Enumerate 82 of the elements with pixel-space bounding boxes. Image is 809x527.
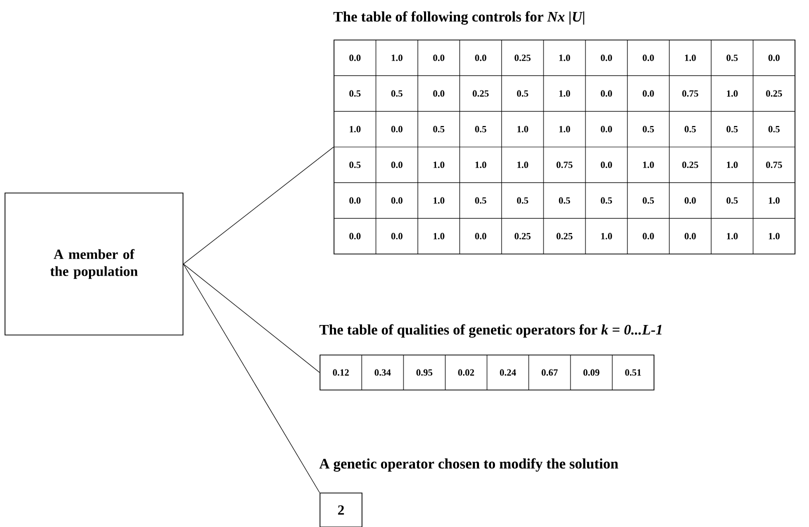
table-cell: 1.0 <box>517 126 528 132</box>
table-cell: 0.5 <box>349 90 361 97</box>
table-cell: 0.0 <box>391 197 402 204</box>
table-cell: 1.0 <box>434 162 444 168</box>
table-cell: 0.67 <box>542 369 558 376</box>
connector-line <box>183 264 320 493</box>
table-cell: 0.09 <box>583 369 600 376</box>
table-cell: 0.0 <box>768 54 780 62</box>
table-cell: 0.0 <box>349 197 361 204</box>
table-cell: 1.0 <box>726 162 738 168</box>
table-cell: 0.5 <box>768 126 780 132</box>
table-cell: 1.0 <box>559 126 570 132</box>
table-cell: 1.0 <box>392 54 402 62</box>
table-cell: 0.25 <box>514 232 531 240</box>
table-cell: 0.0 <box>433 90 444 97</box>
table-cell: 0.12 <box>332 369 349 376</box>
table-cell: 0.0 <box>475 232 486 240</box>
table-cell: 0.0 <box>475 54 486 62</box>
table-cell: 0.5 <box>475 126 486 132</box>
table-cell: 0.75 <box>556 162 572 168</box>
table-cell: 0.0 <box>349 54 361 62</box>
table-cell: 0.0 <box>642 90 654 97</box>
table-cell: 1.0 <box>726 90 738 97</box>
table-cell: 1.0 <box>685 54 696 62</box>
table-cell: 0.0 <box>600 90 612 97</box>
table-cell: 0.0 <box>349 232 361 240</box>
table-cell: 1.0 <box>476 162 486 168</box>
table-cell: 1.0 <box>643 162 654 168</box>
table-cell: 1.0 <box>559 54 570 62</box>
table-cell: 0.5 <box>349 162 361 168</box>
table-cell: 1.0 <box>517 162 528 168</box>
table-cell: 0.0 <box>600 162 612 168</box>
connector-line <box>183 146 334 264</box>
table-cell: 1.0 <box>559 90 570 97</box>
member-box: A member of the population <box>4 192 184 336</box>
table-cell: 0.25 <box>472 90 489 97</box>
connector-line <box>183 264 320 373</box>
table-cell: 0.0 <box>642 232 654 240</box>
table-heading: The table of following controls for Nx |U| <box>333 11 584 25</box>
table-cell: 0.5 <box>600 197 612 204</box>
table-cell: 0.5 <box>433 126 444 132</box>
table-heading: The table of qualities of genetic operators for k = 0...L-1 <box>319 324 662 338</box>
table-cell: 0.02 <box>458 369 474 376</box>
value-box: 2 <box>320 492 362 527</box>
table-cell: 1.0 <box>768 232 780 240</box>
table-cell: 0.5 <box>642 126 654 132</box>
table-cell: 0.5 <box>517 197 528 204</box>
table-cell: 0.5 <box>517 90 528 97</box>
table-cell: 1.0 <box>350 126 361 132</box>
table-cell: 1.0 <box>768 197 780 204</box>
table-cell: 0.0 <box>600 126 612 132</box>
table-cell: 0.95 <box>416 369 432 376</box>
table-cell: 0.5 <box>726 54 738 62</box>
table-cell: 0.25 <box>766 90 782 97</box>
table-cell: 0.0 <box>684 197 696 204</box>
table-cell: 0.5 <box>558 197 570 204</box>
table-cell: 0.25 <box>514 54 531 62</box>
table-cell: 0.5 <box>726 197 738 204</box>
table-cell: 0.75 <box>682 90 698 97</box>
table-cell: 1.0 <box>601 232 612 240</box>
table-cell: 0.75 <box>766 162 782 168</box>
table-cell: 0.0 <box>642 54 654 62</box>
table-cell: 0.0 <box>433 54 444 62</box>
table-cell: 0.5 <box>684 126 696 132</box>
table-cell: 0.25 <box>556 232 572 240</box>
table-cell: 0.0 <box>391 126 402 132</box>
table-cell: 0.0 <box>391 162 402 168</box>
table-cell: 1.0 <box>434 232 444 240</box>
table-cell: 1.0 <box>726 232 738 240</box>
table-cell: 0.0 <box>391 232 402 240</box>
box-heading: A genetic operator chosen to modify the solution <box>319 458 618 472</box>
table-cell: 0.5 <box>726 126 738 132</box>
table-cell: 0.5 <box>642 197 654 204</box>
table-cell: 0.5 <box>391 90 402 97</box>
table-cell: 0.0 <box>600 54 612 62</box>
table-cell: 0.5 <box>475 197 486 204</box>
table-cell: 0.24 <box>500 369 516 376</box>
table-cell: 0.34 <box>374 369 391 376</box>
table-cell: 0.51 <box>625 369 641 376</box>
table-cell: 1.0 <box>434 197 444 204</box>
table-cell: 0.0 <box>684 232 696 240</box>
table-cell: 0.25 <box>682 162 698 168</box>
